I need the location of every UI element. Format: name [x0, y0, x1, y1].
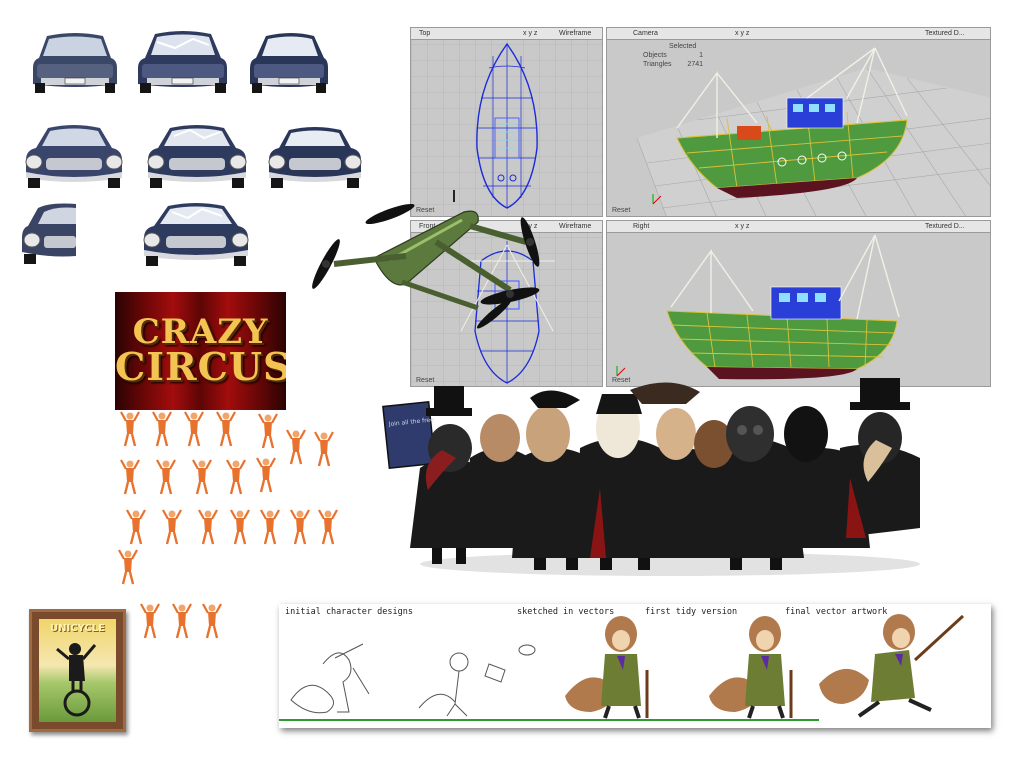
car-sprite-5 — [147, 125, 247, 188]
selected-label: Selected — [669, 43, 697, 50]
viewport-axes[interactable]: x y z — [735, 30, 750, 37]
protest-sign: Join all the free — [382, 400, 436, 470]
circus-title-line1: CRAZY — [132, 312, 269, 352]
plague-mask-beige — [863, 440, 892, 482]
viewport-mode[interactable]: Wireframe — [559, 30, 592, 37]
acrobat-sprites-extra — [139, 602, 223, 640]
acrobat-row-2 — [119, 456, 277, 496]
viewport-right[interactable]: Right x y z Textured D... Reset — [606, 220, 991, 387]
viewport-axes[interactable]: x y z — [735, 223, 750, 230]
label-first-tidy: first tidy version — [645, 607, 738, 617]
viewport-top-toolbar[interactable]: Top x y z Wireframe — [411, 28, 602, 40]
viewport-name: Front — [419, 223, 436, 230]
acrobat-sprite-sheet — [118, 410, 339, 585]
label-sketched-vectors: sketched in vectors — [517, 607, 615, 617]
viewport-name: Right — [633, 223, 650, 230]
viewport-camera[interactable]: Camera x y z Textured D... Selected Obje… — [606, 27, 991, 217]
pencil-sketches — [290, 643, 536, 717]
camera-grid — [636, 47, 990, 216]
unicyclist-silhouette — [56, 643, 97, 717]
viewport-reset[interactable]: Reset — [416, 207, 435, 214]
top-grid — [411, 40, 602, 216]
viewport-camera-toolbar[interactable]: Camera x y z Textured D... — [607, 28, 990, 40]
label-initial-designs: initial character designs — [285, 607, 413, 617]
vector-characters — [565, 614, 965, 719]
viewport-mode[interactable]: Wireframe — [559, 223, 592, 230]
masked-characters-group: Join all the free — [382, 378, 920, 576]
car-sprite-1 — [33, 33, 117, 93]
circus-title-line2: CIRCUS — [115, 344, 286, 389]
acrobat-row-3 — [125, 508, 339, 546]
crazy-circus-logo: CRAZY CIRCUS — [115, 292, 286, 410]
boat-front-wireframe — [474, 250, 540, 384]
viewport-name: Camera — [633, 30, 658, 37]
car-sprite-7 — [22, 203, 76, 264]
viewport-name: Top — [419, 30, 431, 37]
viewport-reset[interactable]: Reset — [612, 377, 631, 384]
gas-mask — [726, 406, 774, 462]
viewport-axes[interactable]: x y z — [523, 223, 538, 230]
viewport-mode[interactable]: Textured D... — [925, 223, 965, 230]
acrobat-row-1 — [119, 410, 335, 468]
car-sprite-8 — [143, 203, 249, 266]
viewport-top[interactable]: Top x y z Wireframe Reset — [410, 27, 603, 217]
viewport-right-toolbar[interactable]: Right x y z Textured D... — [607, 221, 990, 233]
viewport-reset[interactable]: Reset — [612, 207, 631, 214]
drone-illustration — [312, 190, 540, 329]
viewport-mode[interactable]: Textured D... — [925, 30, 965, 37]
balaclava — [784, 406, 828, 462]
car-sprite-2 — [138, 31, 227, 93]
car-sprite-4 — [25, 125, 123, 188]
viewport-reset[interactable]: Reset — [416, 377, 435, 384]
unicycle-poster: UNICYCLE — [29, 609, 126, 732]
car-sprite-6 — [268, 127, 362, 188]
viewport-axes[interactable]: x y z — [523, 30, 538, 37]
car-sprite-3 — [250, 33, 328, 93]
poster-title: UNICYCLE — [50, 623, 105, 634]
sign-text: Join all the free — [387, 416, 434, 428]
right-view — [616, 234, 900, 380]
character-design-strip: initial character designs sketched in ve… — [279, 604, 991, 728]
character-evolution — [279, 614, 965, 721]
poster-artwork: UNICYCLE — [39, 619, 116, 722]
plague-mask-red — [425, 450, 456, 490]
label-final-vector: final vector artwork — [785, 607, 888, 617]
